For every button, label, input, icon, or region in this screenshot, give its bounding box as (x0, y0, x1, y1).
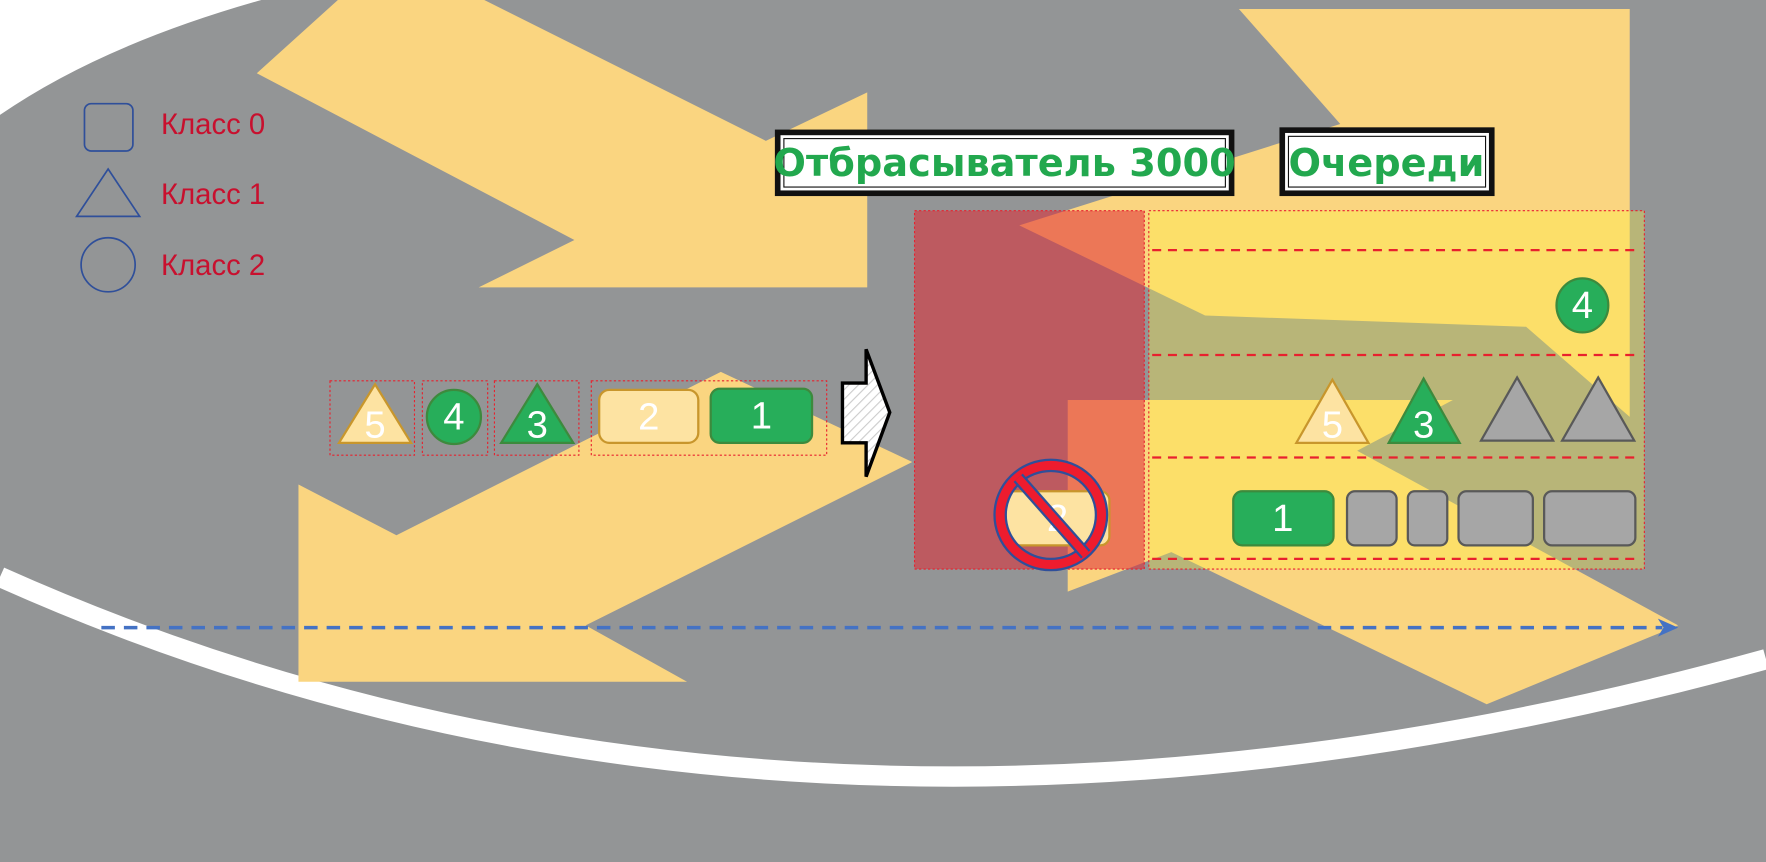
queue-class0-packet-gray (1542, 490, 1637, 547)
legend: Класс 0 Класс 1 Класс 2 (75, 102, 265, 293)
svg-text:5: 5 (364, 403, 385, 446)
queue-class2-packet-4: 4 (1555, 277, 1610, 334)
flow-arrow-icon (840, 348, 892, 478)
legend-triangle-icon (75, 167, 142, 218)
svg-text:3: 3 (1413, 403, 1434, 446)
queue-dividers (1152, 249, 1639, 561)
queue-class0-packet-gray (1457, 490, 1534, 547)
legend-circle-icon (80, 236, 136, 293)
svg-text:4: 4 (1572, 284, 1593, 327)
svg-text:3: 3 (527, 403, 548, 446)
queue-class1-packet-5: 5 (1294, 377, 1371, 446)
svg-text:1: 1 (751, 394, 772, 437)
svg-text:4: 4 (443, 395, 464, 438)
legend-label-class2: Класс 2 (161, 249, 265, 282)
queue-class1-packet-gray (1479, 375, 1556, 442)
timeline-arrowhead-icon (1657, 618, 1679, 637)
title-dropper: Отбрасыватель 3000 (773, 129, 1236, 197)
incoming-packet-2: 2 (598, 388, 700, 444)
title-dropper-text: Отбрасыватель 3000 (773, 141, 1235, 186)
arrow-top-right (1019, 9, 1630, 417)
timeline-arrow (101, 618, 1679, 637)
legend-label-class0: Класс 0 (161, 108, 265, 141)
queue-class0-packet-gray (1406, 490, 1449, 547)
incoming-packet-4: 4 (425, 388, 483, 446)
incoming-packet-5: 5 (336, 382, 414, 446)
legend-label-class1: Класс 1 (161, 178, 265, 211)
queue-class1: 5 3 (1294, 375, 1637, 446)
queue-class1-packet-3: 3 (1386, 376, 1462, 446)
queue-class0: 1 (1232, 490, 1637, 547)
queue-class0-packet-1: 1 (1232, 490, 1335, 547)
queue-class0-packet-gray (1345, 490, 1398, 547)
decor-arrows (256, 0, 1679, 705)
background-white-corner (0, 0, 262, 115)
arrow-bottom-left (298, 371, 913, 682)
svg-text:1: 1 (1272, 497, 1293, 540)
queue-class1-packet-gray (1560, 375, 1637, 442)
incoming-packets: 5 4 3 2 1 (329, 380, 828, 456)
background-white-arc (0, 567, 1766, 787)
prohibited-icon (993, 458, 1109, 572)
arrow-top-left (256, 0, 868, 288)
title-queues: Очереди (1279, 127, 1495, 197)
svg-text:5: 5 (1322, 403, 1343, 446)
incoming-packet-3: 3 (499, 382, 576, 446)
svg-text:2: 2 (638, 395, 659, 438)
legend-square-icon (83, 102, 134, 152)
incoming-packet-1: 1 (709, 387, 814, 444)
title-queues-text: Очереди (1288, 141, 1484, 186)
